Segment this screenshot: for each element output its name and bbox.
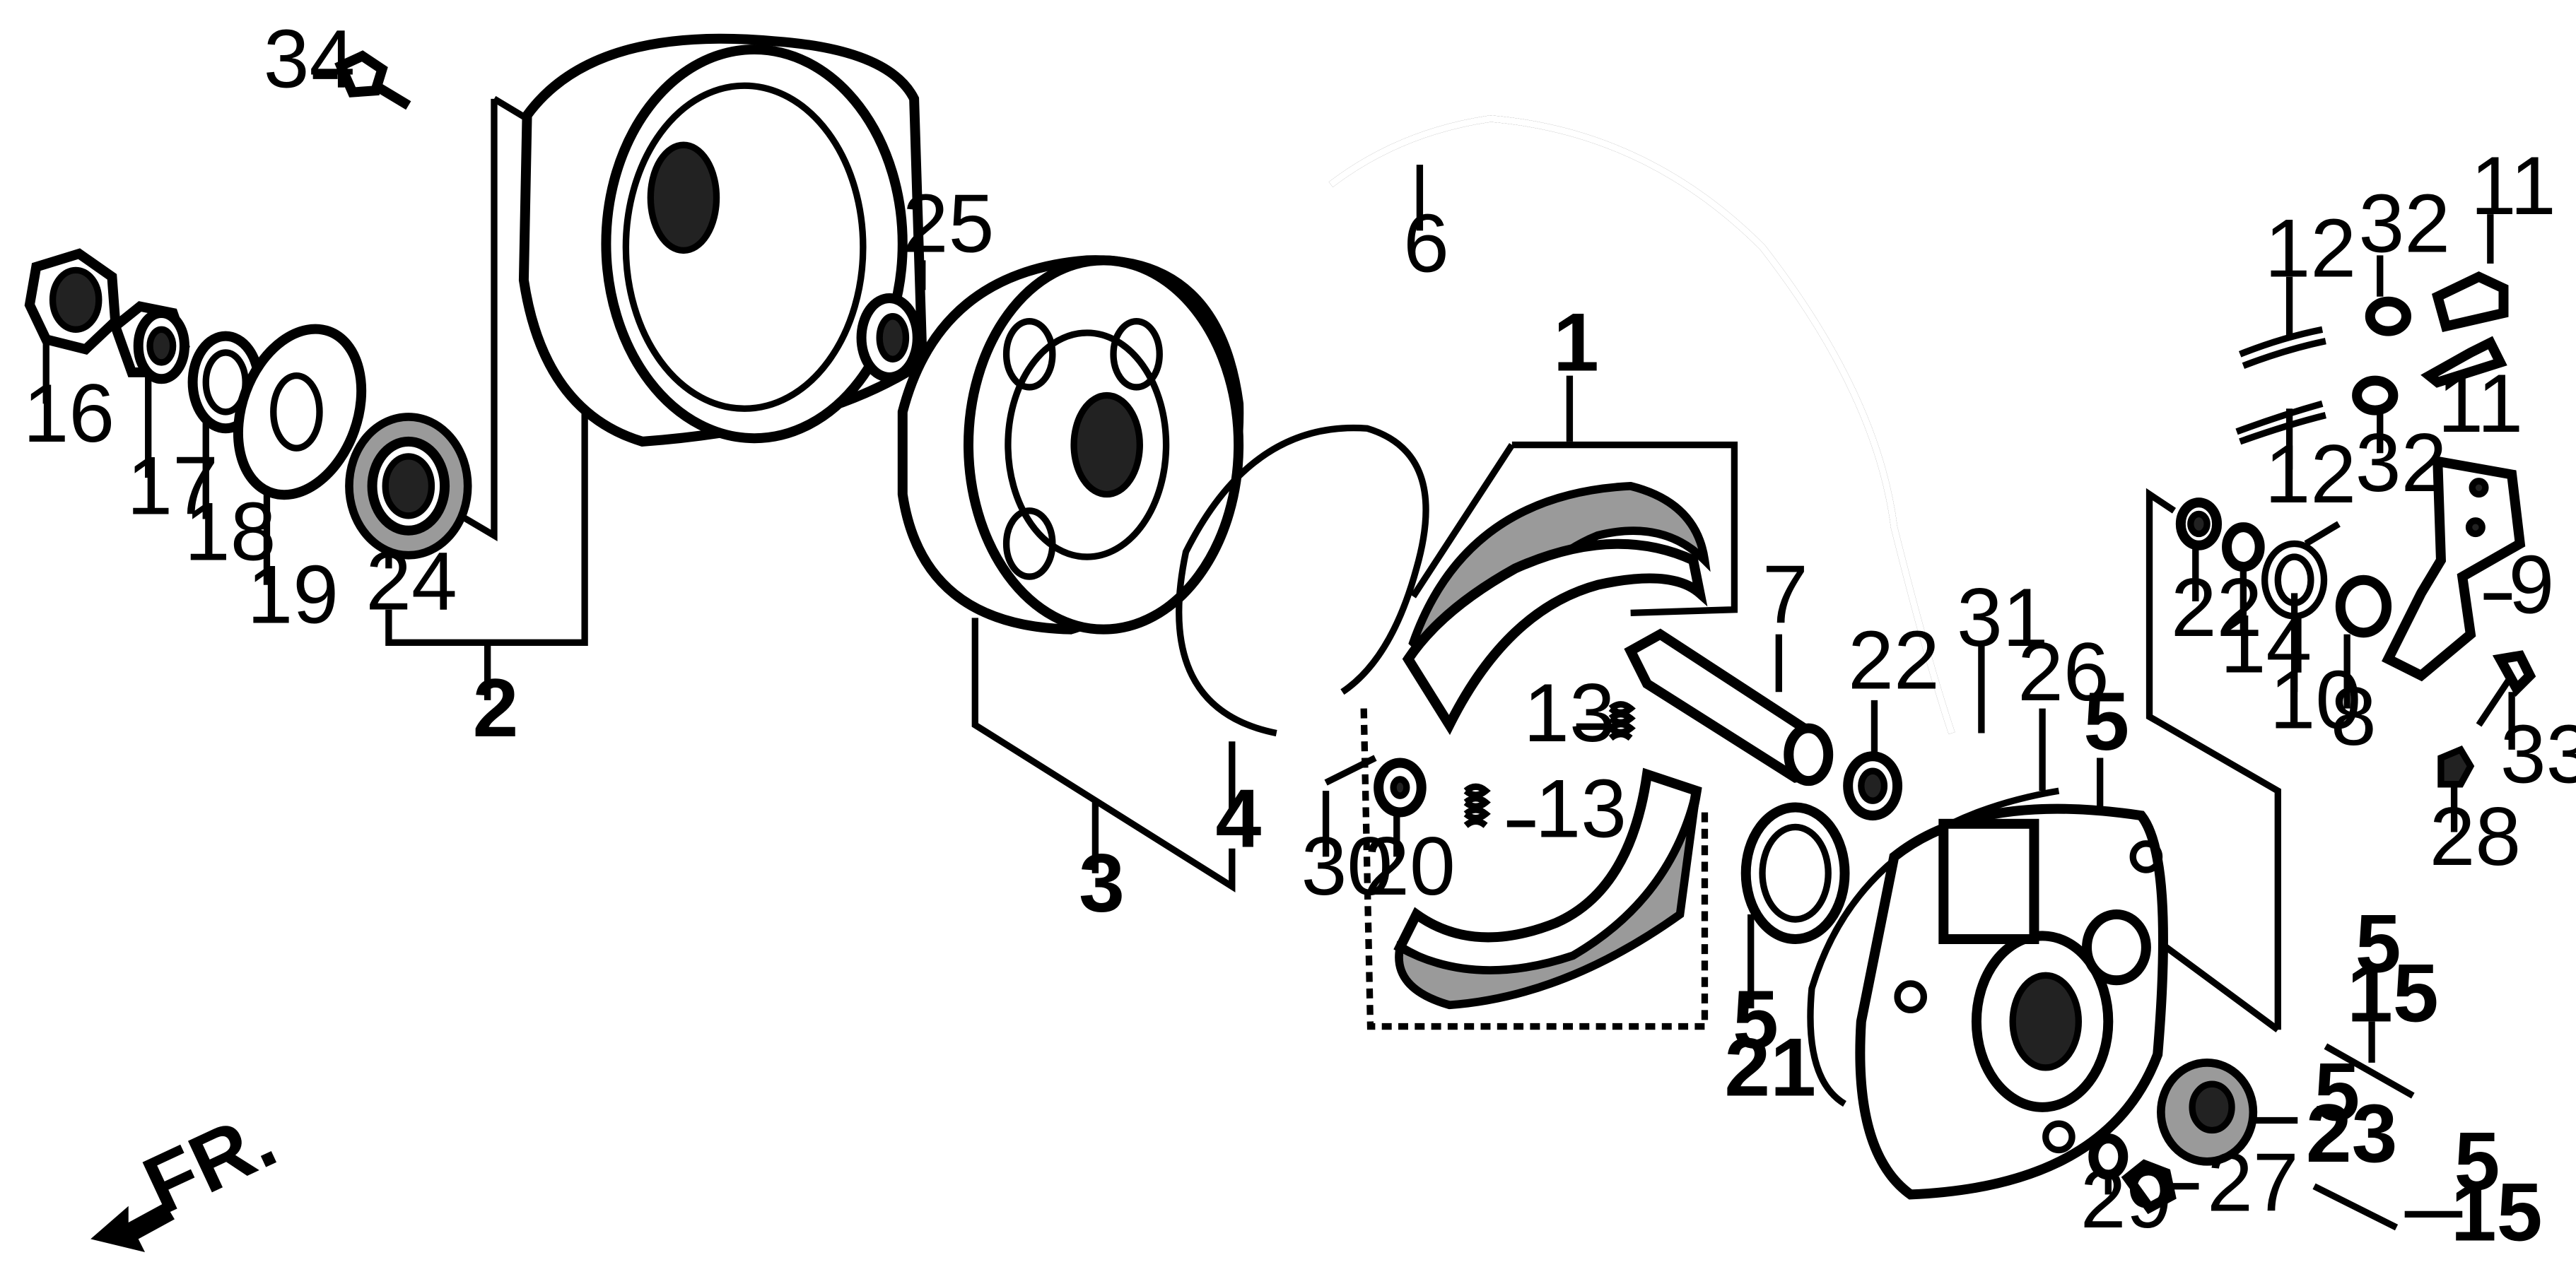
callout-17: 17: [127, 440, 218, 531]
part-30-pin: [1324, 755, 1377, 786]
callout-6: 6: [1403, 198, 1449, 290]
callout-1: 1: [1553, 297, 1599, 389]
part-25-seal: [856, 293, 923, 382]
callout-labels: 1 2 3 4 5 5 5 5 5 6 7 8 9 10 11 11 12 12…: [23, 13, 2576, 1259]
callout-5e: 5: [2454, 1115, 2500, 1207]
callout-13a: 13: [1523, 667, 1615, 759]
part-29-washer: [2088, 1133, 2129, 1180]
part-22-seal: [1843, 751, 1903, 821]
part-6-breather-tube: [1328, 115, 1955, 735]
callout-26: 26: [2018, 626, 2109, 718]
callout-31: 31: [1957, 572, 2049, 664]
callout-16: 16: [23, 367, 115, 459]
callout-15b: 15: [2451, 1167, 2543, 1259]
callout-25: 25: [903, 178, 995, 270]
part-14-washer: [2222, 522, 2265, 572]
part-22b-seal: [2175, 497, 2223, 550]
part-19-washer: [233, 324, 367, 500]
part-2-brake-drum: [518, 33, 927, 447]
part-10-spring: [2261, 521, 2341, 620]
callout-14: 14: [2220, 598, 2312, 690]
callout-10: 10: [2270, 654, 2362, 746]
part-34-bolt: [334, 50, 411, 110]
part-3-hub: [897, 255, 1244, 635]
front-arrow-icon: [90, 1203, 175, 1253]
part-8-indicator: [2335, 574, 2392, 638]
part-12-springs: [2235, 326, 2326, 445]
callout-22b: 22: [1848, 615, 1940, 707]
part-27-bolt: [2121, 1159, 2177, 1215]
callout-32a: 32: [2358, 178, 2450, 270]
callout-28: 28: [2430, 791, 2522, 883]
callout-29: 29: [2080, 1153, 2172, 1245]
part-9-brake-arm: [2382, 455, 2526, 682]
part-23-seal: [2157, 1059, 2258, 1166]
callout-11a: 11: [2471, 140, 2556, 232]
part-13-springs: [1463, 701, 1636, 828]
callout-20: 20: [1364, 820, 1456, 912]
callout-8: 8: [2331, 671, 2377, 762]
part-28-nut: [2437, 746, 2475, 788]
callout-7: 7: [1762, 548, 1808, 640]
callout-19: 19: [247, 548, 339, 640]
part-16-nut: [24, 248, 121, 355]
leader-lines: [42, 72, 2515, 1218]
callout-13b: 13: [1535, 762, 1627, 854]
part-20-washer: [1374, 758, 1427, 818]
callout-9: 9: [2508, 538, 2554, 630]
callout-30: 30: [1301, 820, 1393, 912]
callout-4: 4: [1215, 772, 1261, 864]
part-1-brake-shoes: [1393, 481, 1711, 1010]
part-21-seal: [1740, 802, 1850, 945]
callout-33: 33: [2500, 708, 2576, 800]
callout-12a: 12: [2265, 203, 2357, 295]
callout-5a: 5: [2083, 676, 2129, 767]
callout-34: 34: [264, 13, 356, 105]
callout-12b: 12: [2265, 428, 2357, 520]
callout-5b: 5: [1733, 974, 1779, 1066]
part-24-bearing: [345, 413, 472, 560]
callout-23: 23: [2306, 1088, 2398, 1179]
callout-27: 27: [2207, 1137, 2299, 1229]
part-33-bolt: [2476, 650, 2536, 727]
callout-5d: 5: [2314, 1046, 2360, 1138]
part-32-collars: [2352, 296, 2412, 416]
callout-5c: 5: [2355, 898, 2401, 990]
callout-3: 3: [1079, 837, 1125, 929]
callout-22a: 22: [2171, 562, 2263, 654]
callout-24: 24: [365, 536, 457, 627]
callout-2: 2: [473, 662, 519, 754]
callout-32b: 32: [2355, 417, 2447, 509]
part-15-studs: [2312, 1043, 2415, 1231]
part-7-camshaft: [1624, 628, 1834, 786]
part-11-pins: [2420, 271, 2509, 388]
part-5-brake-panel: [1855, 803, 2168, 1200]
callout-11b: 11: [2437, 358, 2523, 449]
part-17-collar-nut: [109, 301, 190, 384]
callout-21: 21: [1724, 1021, 1816, 1113]
part-4-snap-ring: [1176, 424, 1429, 737]
callout-18: 18: [185, 486, 276, 578]
callout-15a: 15: [2347, 948, 2439, 1039]
